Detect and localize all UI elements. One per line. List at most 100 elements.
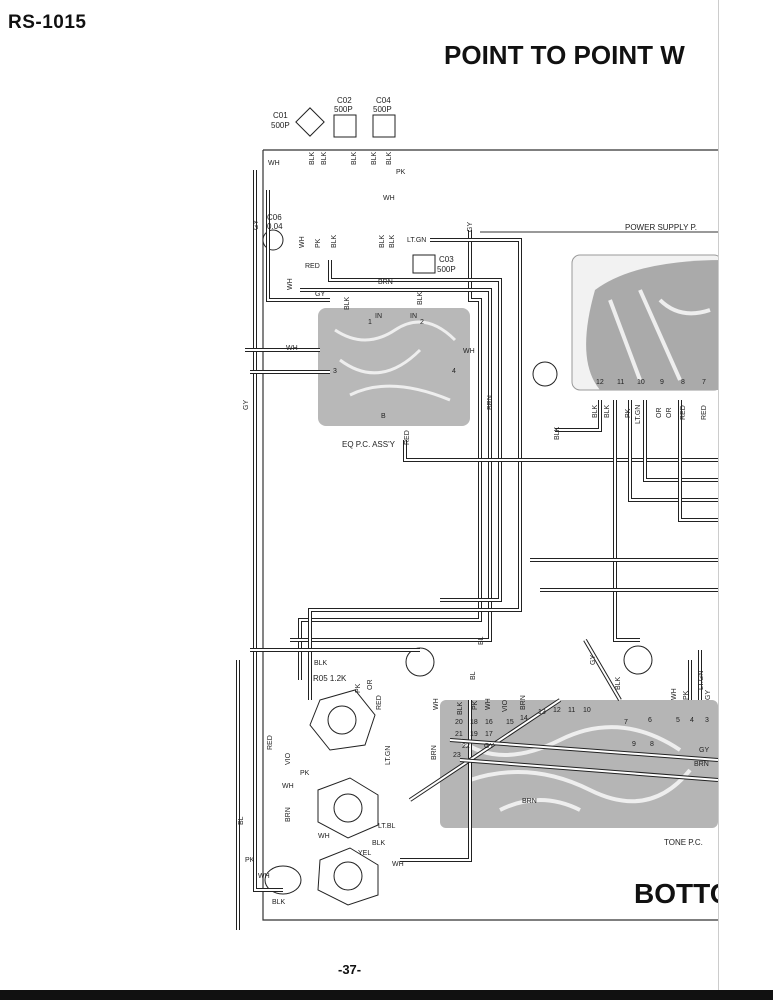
wire-color-label: PK — [472, 700, 479, 710]
wire-color-label: WH — [383, 195, 395, 202]
switch-3-center — [333, 861, 363, 891]
wire-color-label: GY — [315, 291, 325, 298]
tone-terminal: 11 — [568, 707, 575, 714]
wire-color-label: LT.GN — [407, 237, 426, 244]
tone-terminal: 19 — [470, 731, 478, 738]
wire-color-label: BRN — [285, 807, 292, 822]
eq-terminal: 1 — [368, 319, 372, 326]
wire-color-label: RED — [376, 695, 383, 710]
wire-color-label: WH — [258, 873, 270, 880]
wire-color-label: BLK — [272, 899, 286, 906]
tone-board-label: TONE P.C. — [664, 838, 703, 847]
wire-color-label: GY — [484, 743, 494, 750]
tone-terminal: 10 — [583, 707, 591, 714]
eq-terminal: B — [381, 413, 386, 420]
wire-color-label: LT.GN — [698, 671, 705, 690]
power-terminal: 11 — [617, 379, 624, 386]
wire-color-label: WH — [671, 688, 678, 700]
wire-color-label: WH — [318, 833, 330, 840]
power-wire-label: BLK — [604, 404, 611, 418]
wire-color-label: PK — [683, 690, 690, 700]
eq-terminal: 2 — [420, 319, 424, 326]
wire-color-label: YEL — [358, 850, 371, 857]
c04-label: C04 — [376, 96, 391, 105]
wire-color-label: GY — [243, 400, 250, 410]
wire-color-label: GY — [699, 747, 709, 754]
c02-value: 500P — [334, 105, 353, 114]
wire-color-label: BRN — [487, 395, 494, 410]
wire-color-label: BL — [478, 636, 485, 645]
connector-round-left — [405, 647, 435, 677]
wire-color-label: BL — [470, 671, 477, 680]
wire-labels: WH BLK BLK BLK BLK PK BLK WH GY GY WH PK BLK BLK BLK LT… — [238, 151, 712, 906]
tone-terminal: 17 — [485, 731, 493, 738]
pot — [264, 865, 302, 895]
wire-color-label: WH — [299, 236, 306, 248]
tone-terminal: 6 — [648, 717, 652, 724]
power-wire-label: OR — [666, 408, 673, 419]
eq-terminal: 3 — [333, 368, 337, 375]
power-terminal: 12 — [596, 379, 604, 386]
model-number: RS-1015 — [8, 12, 87, 33]
wire-color-label: BRN — [694, 761, 709, 768]
wire-color-label: GY — [253, 220, 260, 230]
c03-label: C03 — [439, 255, 454, 264]
power-wire-label: OR — [656, 408, 663, 419]
wire-color-label: RED — [267, 735, 274, 750]
scan-border — [0, 990, 773, 1000]
wire-color-label: BLK — [389, 234, 396, 248]
wire-color-label: BLK — [321, 151, 328, 165]
wire-color-label: WH — [286, 345, 298, 352]
tone-terminal: 23 — [453, 752, 461, 759]
capacitor-c04 — [372, 114, 396, 138]
c06-label: C06 — [267, 213, 282, 222]
capacitor-c03 — [412, 254, 436, 274]
tone-terminal: 12 — [553, 707, 561, 714]
wire-color-label: RED — [305, 263, 320, 270]
wire-color-label: BRN — [522, 798, 537, 805]
power-terminal: 9 — [660, 379, 664, 386]
wire-color-label: BLK — [457, 701, 464, 715]
tone-terminal: 16 — [485, 719, 493, 726]
section-title: BOTTO — [634, 878, 718, 909]
tone-terminal: 9 — [632, 741, 636, 748]
wire-color-label: GY — [467, 222, 474, 232]
wire-color-label: WH — [282, 783, 294, 790]
page-title: POINT TO POINT W — [444, 40, 685, 70]
wire-harness — [236, 170, 719, 930]
power-wire-label: RED — [680, 405, 687, 420]
capacitor-c01 — [295, 107, 325, 137]
wire-color-label: BLK — [417, 291, 424, 305]
wire-color-label: BLK — [351, 151, 358, 165]
tone-terminal: 5 — [676, 717, 680, 724]
eq-terminal: 4 — [452, 368, 456, 375]
connector-round-tone — [623, 645, 653, 675]
wire-color-label: OR — [367, 680, 374, 691]
power-wire-label: LT.GN — [635, 405, 642, 424]
tone-terminal: 13 — [538, 709, 546, 716]
eq-terminal: IN — [375, 313, 382, 320]
tone-pcb-traces — [458, 725, 692, 812]
wire-color-label: PK — [355, 683, 362, 693]
wire-color-label: BLK — [371, 151, 378, 165]
wire-color-label: BLK — [386, 151, 393, 165]
wire-color-label: PK — [315, 238, 322, 248]
switch-2-center — [333, 793, 363, 823]
wire-color-label: BL — [238, 816, 245, 825]
c02-label: C02 — [337, 96, 352, 105]
wire-color-label: PK — [300, 770, 310, 777]
tone-terminal: 21 — [455, 731, 463, 738]
wire-color-label: BRN — [431, 745, 438, 760]
c01-label: C01 — [273, 111, 288, 120]
wire-color-label: GY — [590, 655, 597, 665]
connector-round — [532, 361, 558, 387]
c06-value: 0.04 — [267, 222, 283, 231]
wire-color-label: WH — [287, 278, 294, 290]
tone-terminal: 8 — [650, 741, 654, 748]
wire-color-label: LT.BL — [378, 823, 395, 830]
tone-terminal: 20 — [455, 719, 463, 726]
wire-color-label: BRN — [520, 695, 527, 710]
diagram-frame — [262, 149, 718, 921]
wire-color-label: VIO — [285, 752, 292, 765]
